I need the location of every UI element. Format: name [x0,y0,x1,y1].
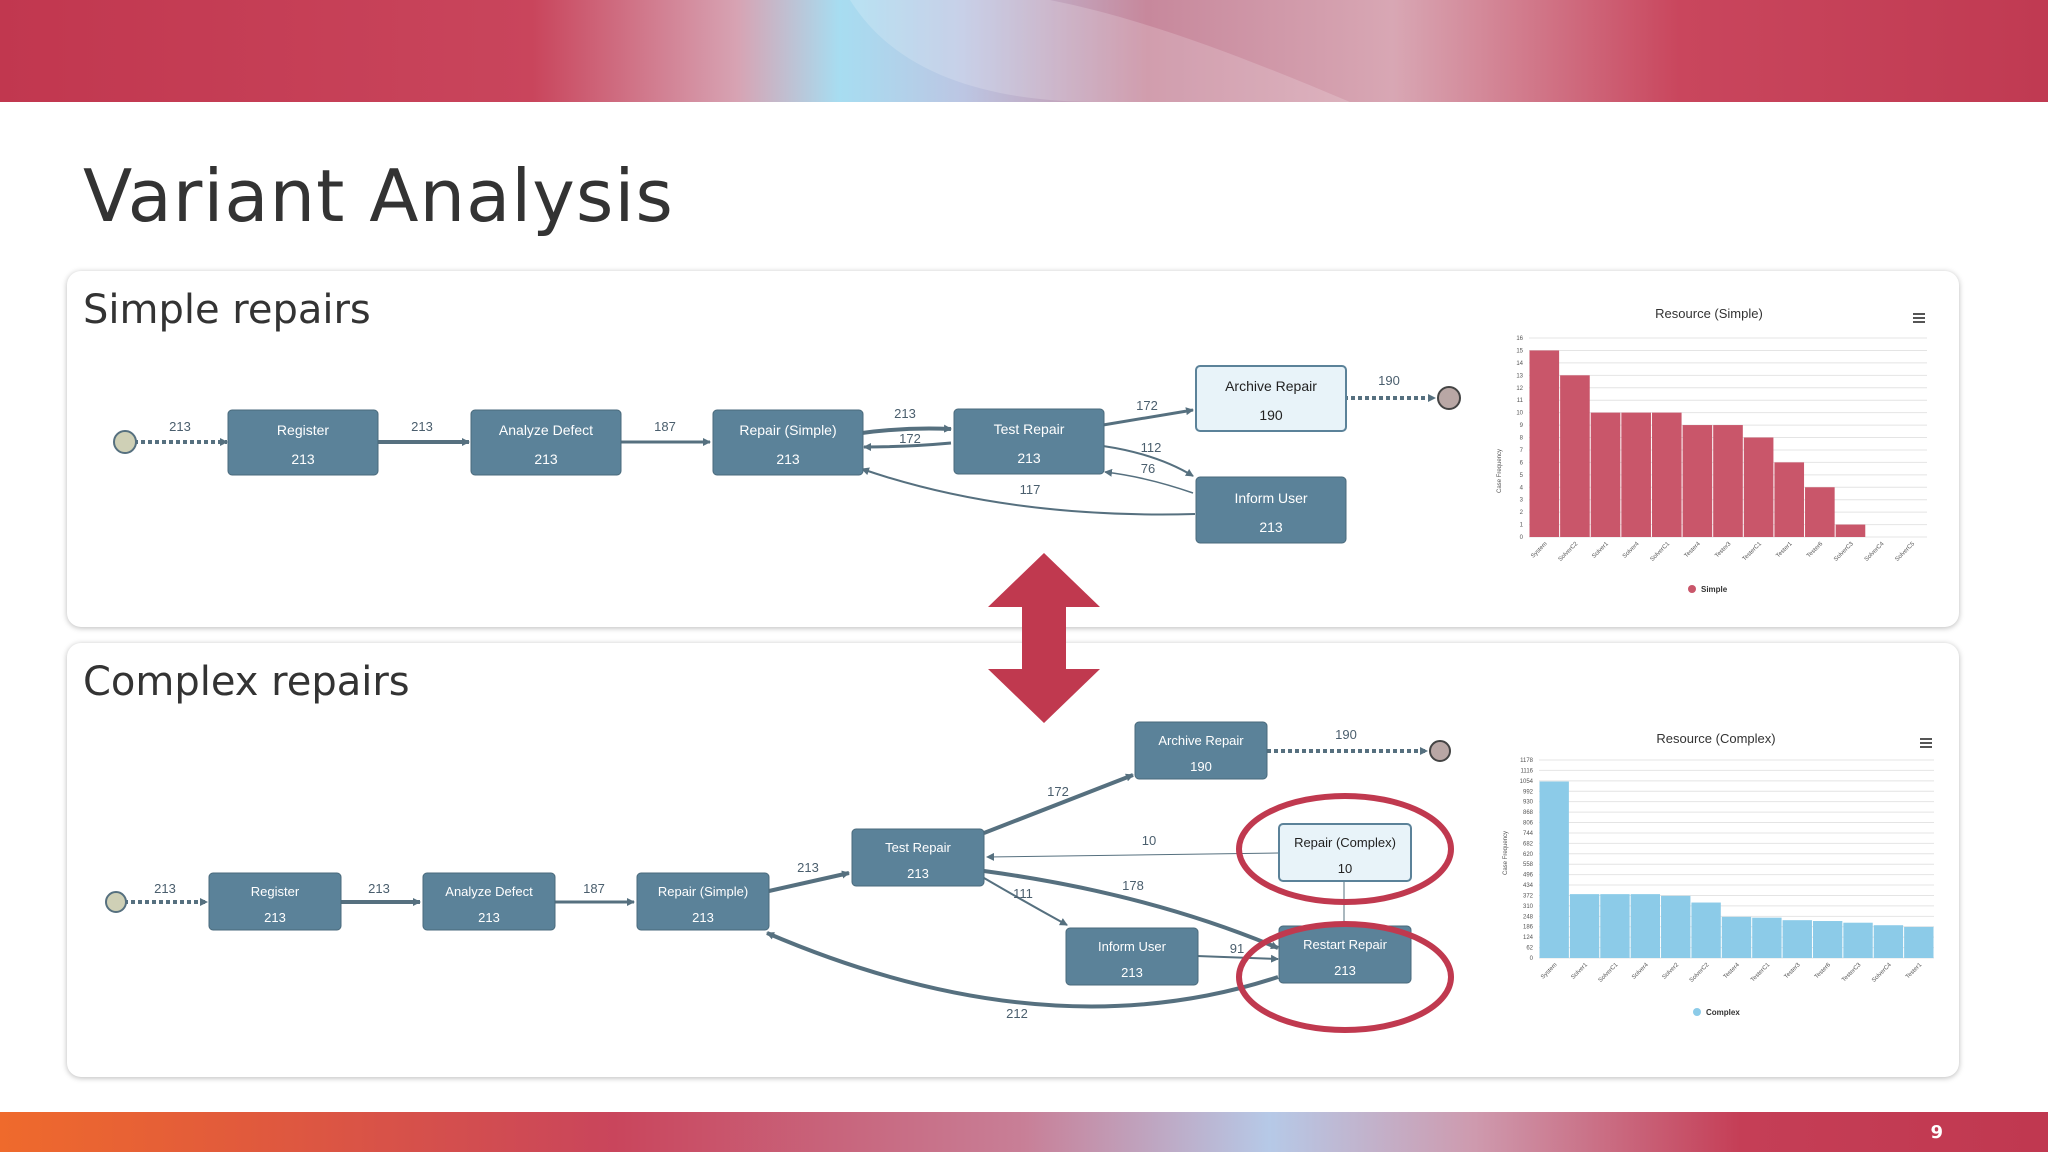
simple-node-repair-count: 213 [776,451,800,467]
simple-node-test-count: 213 [1017,450,1041,466]
complex-node-analyze-label: Analyze Defect [445,884,533,899]
highlight-oval-restart-repair [1236,921,1454,1033]
highlight-oval-repair-complex [1236,793,1454,905]
complex-edge-inform-restart [1196,954,1279,963]
complex-edge-restart-repair [766,931,1279,1009]
bottom-decorative-band [0,1112,2048,1152]
simple-process-map: 213 213 187 213 172 172 112 76 117 190 R… [113,365,1461,544]
page-number: 9 [1930,1122,1943,1143]
simple-node-archive-repair[interactable]: Archive Repair 190 [1195,365,1347,432]
complex-node-test-label: Test Repair [885,840,951,855]
simple-end-event[interactable] [1437,386,1461,410]
complex-node-archive-count: 190 [1190,759,1212,774]
simple-node-repair-label: Repair (Simple) [739,422,836,438]
slide-title: Variant Analysis [83,154,674,238]
double-headed-arrow [988,553,1100,723]
simple-label-register-analyze: 213 [411,419,433,434]
complex-label-test-inform: 111 [1013,886,1033,901]
complex-node-archive-repair[interactable]: Archive Repair 190 [1134,721,1268,780]
complex-label-start-register: 213 [154,881,176,896]
complex-label-test-restart: 178 [1122,878,1144,893]
simple-node-archive-count: 190 [1259,407,1283,423]
simple-node-inform-label: Inform User [1234,490,1307,506]
complex-node-inform-user[interactable]: Inform User 213 [1065,927,1199,986]
simple-label-repair-test: 213 [894,406,916,421]
simple-label-test-repair: 172 [899,431,921,446]
top-decorative-band [0,0,2048,102]
complex-node-register-label: Register [251,884,300,899]
simple-node-test-label: Test Repair [994,421,1065,437]
simple-label-analyze-repair: 187 [654,419,676,434]
simple-node-archive-label: Archive Repair [1225,378,1317,394]
complex-label-register-analyze: 213 [368,881,390,896]
simple-node-test-repair[interactable]: Test Repair 213 [953,408,1105,475]
complex-node-restart-count: 213 [1334,963,1356,978]
simple-edge-inform-repair [861,467,1196,516]
complex-label-repair-test: 213 [797,860,819,875]
simple-label-start-register: 213 [169,419,191,434]
complex-node-restart-repair[interactable]: Restart Repair 213 [1278,925,1412,984]
complex-label-inform-restart: 91 [1230,941,1244,956]
complex-edge-test-archive [983,773,1134,835]
complex-edge-test-inform [983,877,1068,926]
complex-node-analyze-defect[interactable]: Analyze Defect 213 [422,872,556,931]
simple-edge-test-repair [863,441,952,451]
simple-node-repair-simple[interactable]: Repair (Simple) 213 [712,409,864,476]
complex-edge-test-restart [983,869,1279,950]
complex-node-repair-complex-label: Repair (Complex) [1294,835,1396,850]
simple-edge-test-archive [1102,407,1194,427]
complex-node-repair-count: 213 [692,910,714,925]
simple-label-inform-test: 76 [1141,461,1155,476]
simple-node-inform-count: 213 [1259,519,1283,535]
complex-label-restart-repair: 212 [1006,1006,1028,1021]
complex-edges [124,747,1428,1009]
simple-label-test-archive: 172 [1136,398,1158,413]
complex-node-test-repair[interactable]: Test Repair 213 [851,828,985,887]
simple-node-register-count: 213 [291,451,315,467]
simple-edge-inform-test [1104,468,1194,494]
simple-edge-repair-test [861,424,952,435]
complex-label-complex-test: 10 [1142,833,1156,848]
resource-simple-chart-menu-icon[interactable] [1913,313,1925,323]
complex-panel-title: Complex repairs [83,659,410,705]
complex-node-repair-complex[interactable]: Repair (Complex) 10 [1278,823,1412,882]
complex-node-archive-label: Archive Repair [1158,733,1244,748]
complex-node-repair-simple[interactable]: Repair (Simple) 213 [636,872,770,931]
simple-node-analyze-count: 213 [534,451,558,467]
complex-node-test-count: 213 [907,866,929,881]
simple-label-test-inform: 112 [1141,440,1162,455]
complex-node-inform-count: 213 [1121,965,1143,980]
resource-complex-chart-menu-icon[interactable] [1920,738,1932,748]
complex-label-analyze-repair: 187 [583,881,605,896]
complex-edge-repair-test [768,870,850,893]
complex-node-repair-label: Repair (Simple) [658,884,748,899]
complex-node-restart-label: Restart Repair [1303,937,1387,952]
complex-node-repair-complex-count: 10 [1338,861,1352,876]
simple-node-register-label: Register [277,422,329,438]
simple-node-analyze-defect[interactable]: Analyze Defect 213 [470,409,622,476]
complex-end-event[interactable] [1429,740,1451,762]
simple-start-event[interactable] [113,430,137,454]
complex-edge-complex-test [986,852,1279,861]
simple-panel-title: Simple repairs [83,287,371,333]
simple-edges [134,394,1436,516]
complex-node-analyze-count: 213 [478,910,500,925]
complex-node-register[interactable]: Register 213 [208,872,342,931]
complex-process-map: 213 213 187 213 172 10 111 178 91 212 19… [105,721,1454,1033]
simple-node-inform-user[interactable]: Inform User 213 [1195,476,1347,544]
complex-start-event[interactable] [105,891,127,913]
complex-node-register-count: 213 [264,910,286,925]
simple-label-archive-end: 190 [1378,373,1400,388]
simple-label-inform-repair: 117 [1020,482,1041,497]
simple-edge-test-inform [1102,445,1194,477]
complex-node-inform-label: Inform User [1098,939,1167,954]
simple-node-register[interactable]: Register 213 [227,409,379,476]
simple-node-analyze-label: Analyze Defect [499,422,593,438]
complex-label-test-archive: 172 [1047,784,1069,799]
complex-label-archive-end: 190 [1335,727,1357,742]
